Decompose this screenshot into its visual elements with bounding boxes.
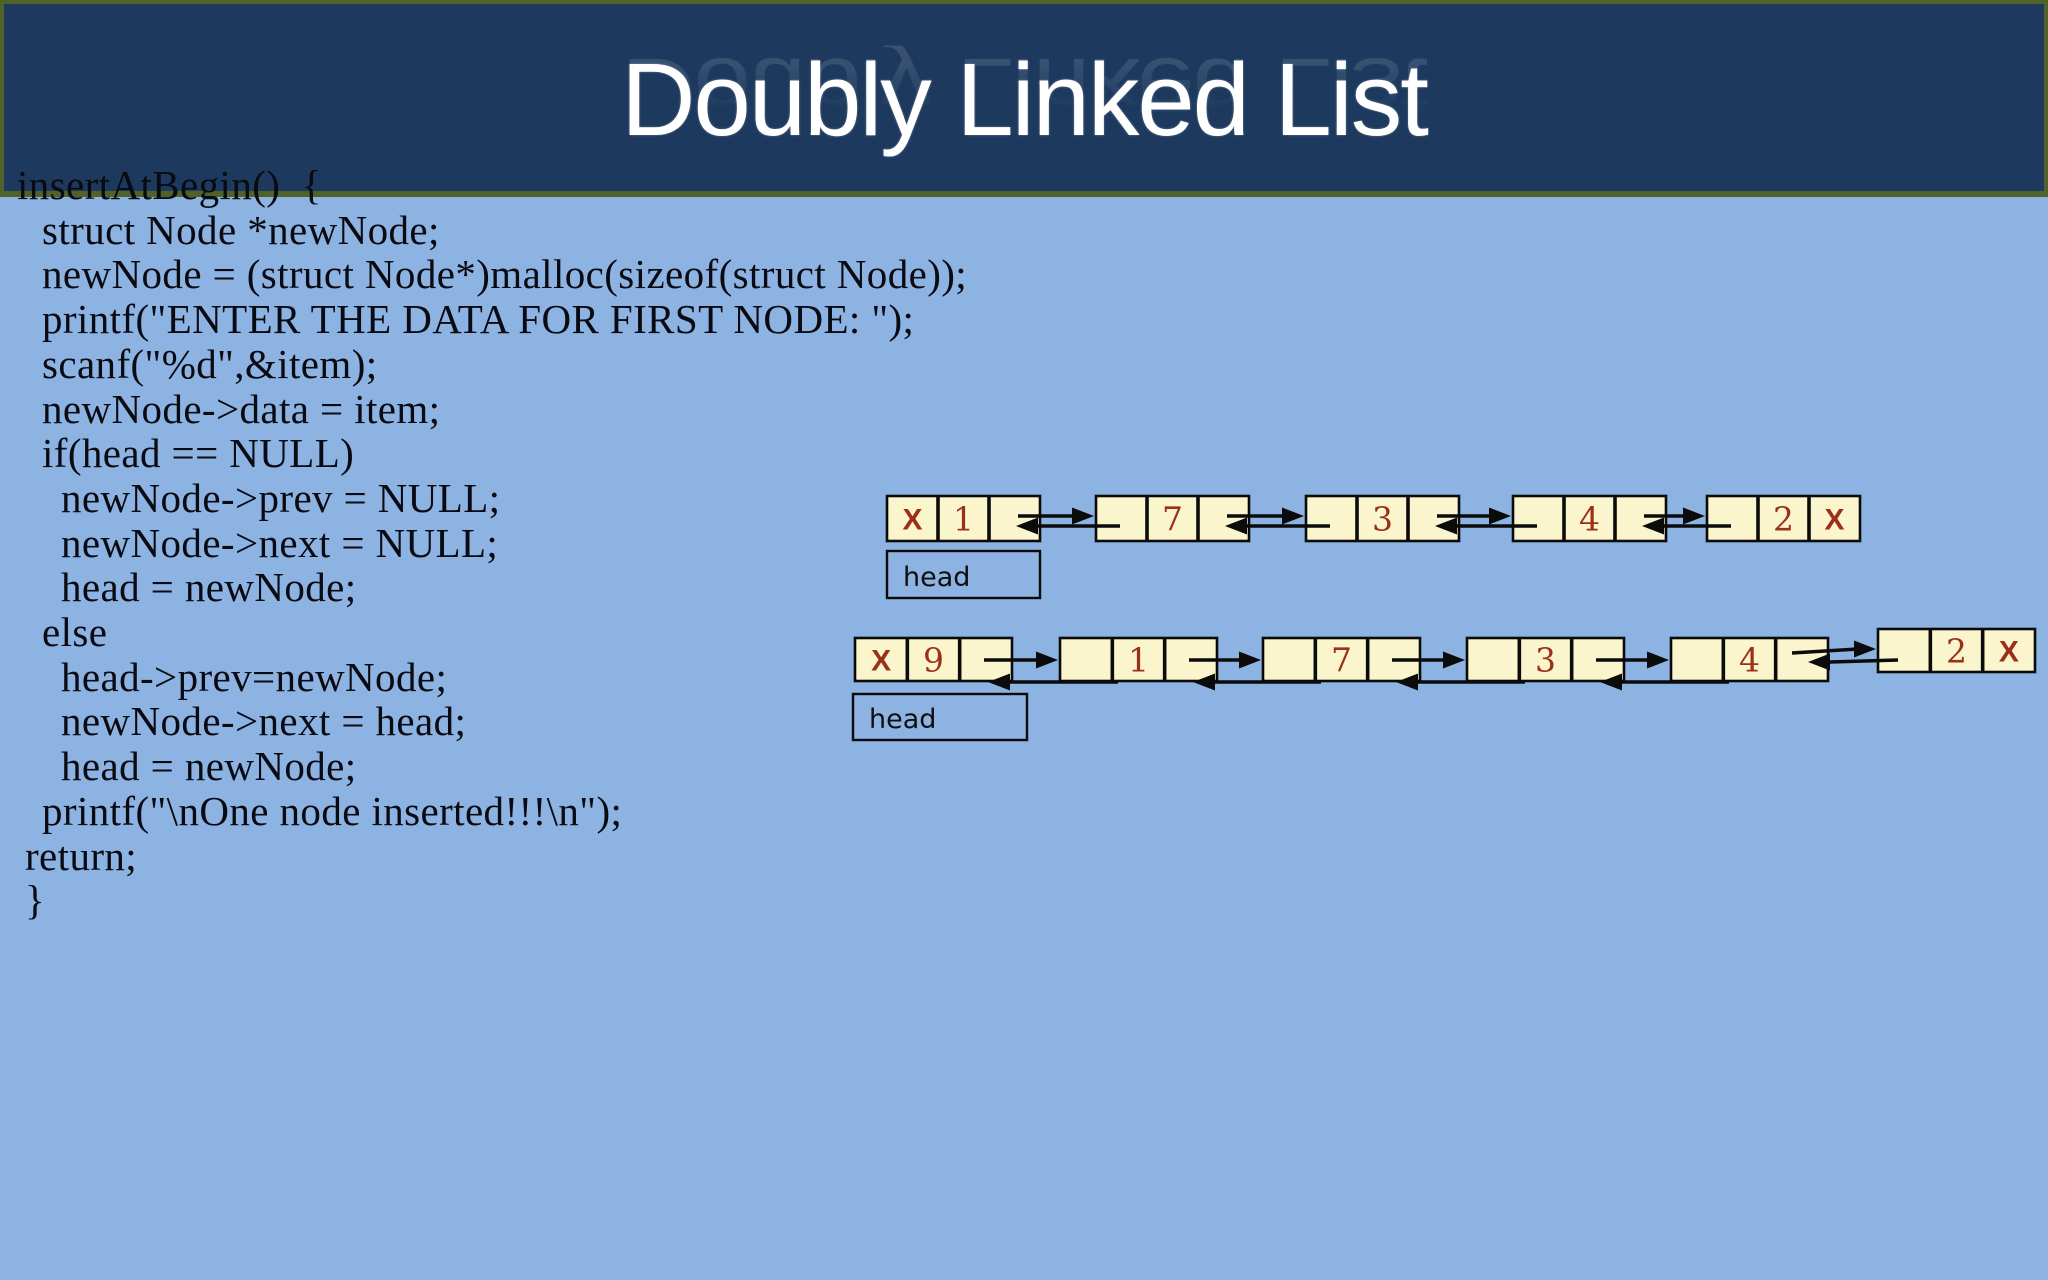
title-banner: Doubly Linked List Doubly Linked List — [0, 0, 2048, 197]
node-data-value: 2 — [1946, 632, 1967, 671]
code-line: } — [25, 877, 46, 924]
code-line: printf("ENTER THE DATA FOR FIRST NODE: "… — [42, 296, 915, 343]
code-line: newNode->prev = NULL; — [61, 474, 501, 521]
slide-title: Doubly Linked List — [621, 42, 1429, 157]
next-arrowhead — [1489, 507, 1511, 525]
code-line: struct Node *newNode; — [42, 206, 440, 253]
node-data-value: 3 — [1535, 641, 1556, 680]
next-arrowhead — [1683, 507, 1705, 525]
list-node — [1465, 636, 1626, 683]
prev-arrowhead — [1600, 673, 1622, 691]
node-data-value: 4 — [1579, 500, 1600, 539]
next-arrowhead — [1443, 651, 1465, 669]
code-line: scanf("%d",&item); — [42, 340, 378, 387]
code-line: if(head == NULL) — [42, 430, 355, 477]
code-line: printf("\nOne node inserted!!!\n"); — [42, 787, 623, 834]
prev-arrowhead — [1808, 653, 1830, 671]
prev-arrowhead — [1642, 517, 1664, 535]
code-line: newNode->next = head; — [61, 698, 467, 745]
prev-arrowhead — [1435, 517, 1457, 535]
list-node — [1705, 494, 1862, 543]
node-next-null-marker: X — [1824, 504, 1844, 537]
node-data-value: 2 — [1773, 500, 1794, 539]
title-wrap: Doubly Linked List Doubly Linked List — [621, 41, 1429, 157]
code-line: head->prev=newNode; — [61, 653, 448, 700]
code-line: newNode = (struct Node*)malloc(sizeof(st… — [42, 251, 968, 298]
code-line: return; — [25, 832, 138, 879]
code-block: insertAtBegin() {struct Node *newNode;ne… — [0, 163, 1420, 923]
list-node — [1669, 636, 1830, 683]
node-next-null-marker: X — [1999, 636, 2019, 669]
code-line: newNode->next = NULL; — [61, 519, 499, 566]
prev-arrow-line — [1829, 658, 1899, 664]
list-node — [1876, 627, 2037, 674]
next-arrowhead — [1854, 640, 1876, 658]
next-arrowhead — [1647, 651, 1669, 669]
code-line: else — [42, 609, 108, 656]
node-data-value: 4 — [1739, 641, 1760, 680]
code-line: head = newNode; — [61, 564, 357, 611]
code-line: insertAtBegin() { — [17, 162, 322, 208]
list-node — [1511, 494, 1668, 543]
code-line: newNode->data = item; — [42, 385, 441, 432]
code-line: head = newNode; — [61, 743, 357, 790]
next-arrow-line — [1791, 647, 1859, 655]
